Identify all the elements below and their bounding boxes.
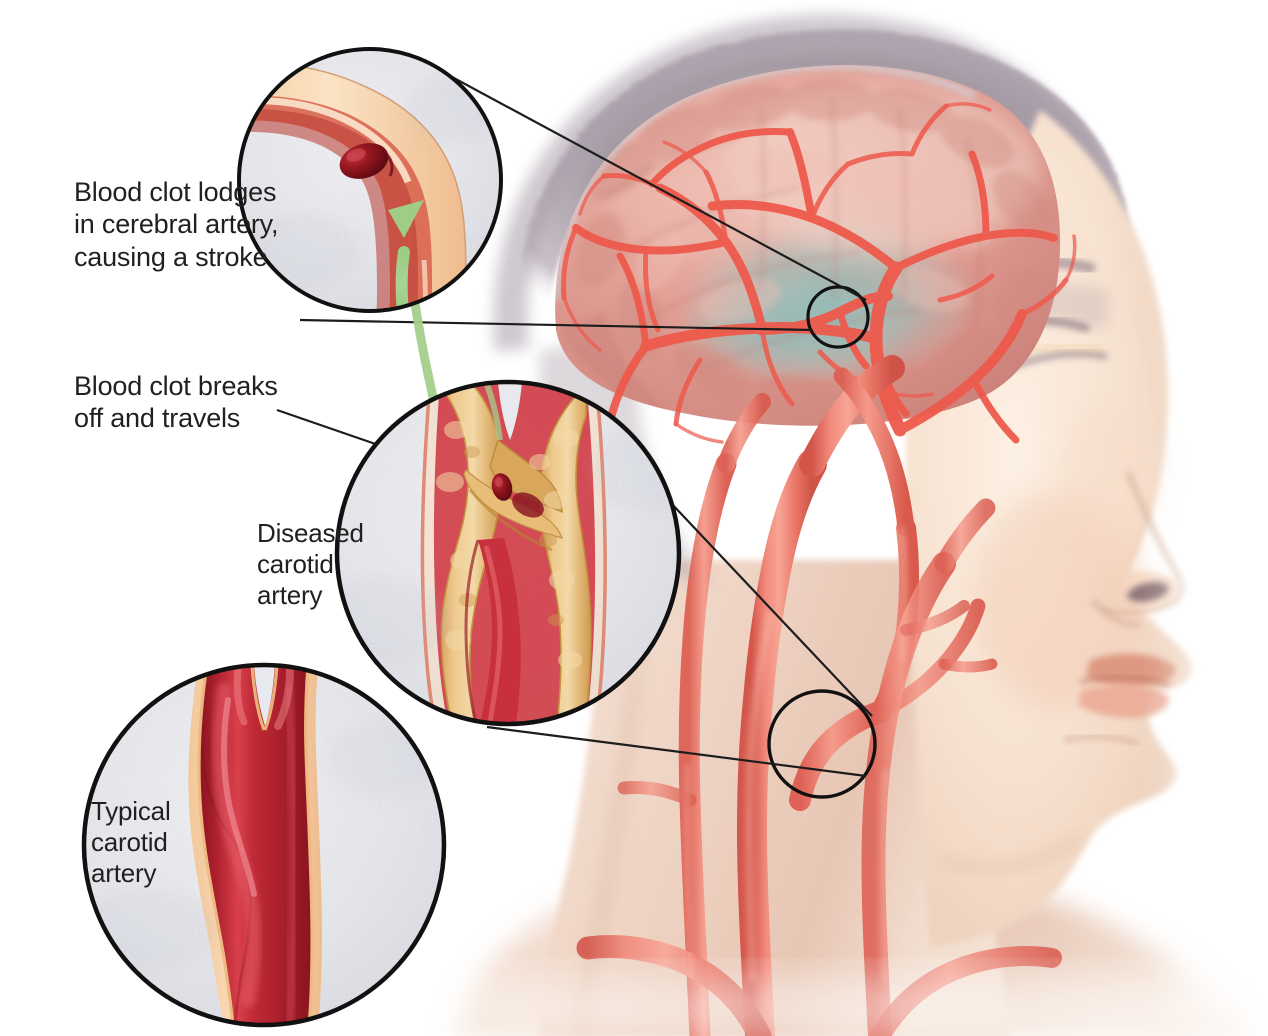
diseased-carotid-inset: [334, 379, 682, 727]
label-diseased-carotid: Diseased carotid artery: [257, 518, 364, 611]
leader-cerebral-upper: [451, 76, 867, 301]
leader-carotid-lower: [486, 725, 867, 778]
lodged-blood-clot: [339, 143, 394, 179]
brain: [555, 65, 1077, 444]
clot-direction-arrow: [388, 200, 424, 311]
breaking-blood-clot: [491, 473, 513, 501]
carotid-bifurcation-marker: [767, 689, 877, 799]
cerebral-artery-inset: [237, 47, 503, 313]
label-clot-breaks: Blood clot breaks off and travels: [74, 371, 278, 434]
leader-carotid-upper: [635, 465, 873, 717]
leader-cerebral-lower: [299, 318, 813, 332]
typical-carotid-inset: [81, 662, 447, 1028]
mouth: [1063, 653, 1176, 747]
label-typical-carotid: Typical carotid artery: [91, 796, 171, 889]
chin-and-jaw: [938, 832, 1084, 873]
label-cerebral-clot: Blood clot lodges in cerebral artery, ca…: [74, 177, 279, 272]
stroke-site-marker: [806, 285, 870, 349]
nose: [1090, 470, 1185, 627]
